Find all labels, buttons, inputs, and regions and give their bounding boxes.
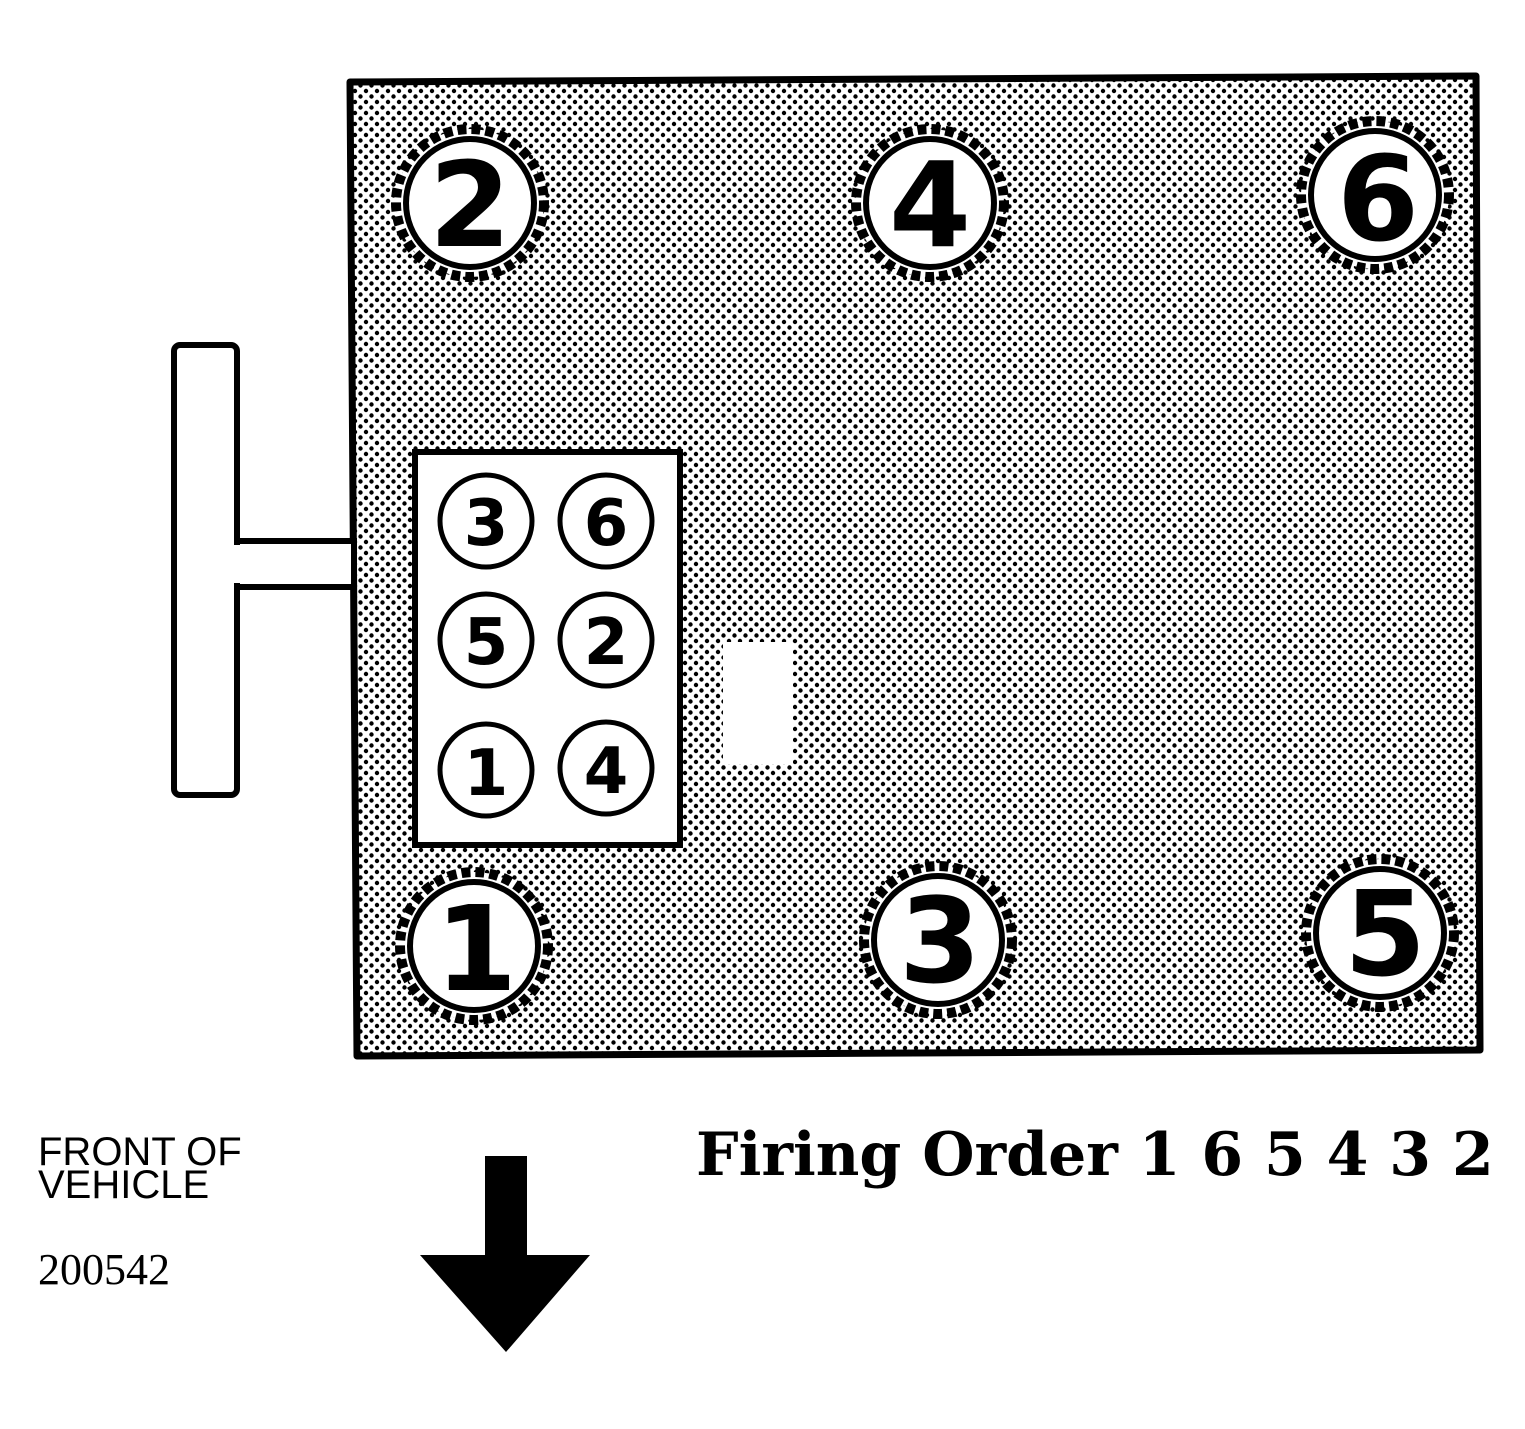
terminal-2 [557,591,655,689]
terminal-3-label: 3 [464,487,509,561]
terminal-3 [437,472,535,570]
distributor-terminals [437,472,655,819]
terminal-4 [557,719,655,817]
block-marking [723,642,793,764]
terminal-6-label: 6 [584,487,629,561]
cylinder-4 [851,124,1009,282]
engine-cylinders [391,116,1459,1025]
terminal-1 [437,721,535,819]
terminal-2-label: 2 [584,606,629,680]
cylinder-6 [1296,116,1454,274]
cylinder-5 [1301,854,1459,1012]
front-of-vehicle-line2: VEHICLE [38,1163,209,1207]
terminal-1-label: 1 [464,737,509,811]
pulley-shaft [171,342,357,798]
cylinder-6-label: 6 [1337,130,1419,268]
firing-order-label: Firing Order 1 6 5 4 3 2 [696,1120,1494,1190]
cylinder-2 [391,124,549,282]
cylinder-3-label: 3 [899,872,981,1010]
cylinder-4-label: 4 [889,136,971,274]
figure-id: 200542 [38,1245,170,1294]
terminal-5-label: 5 [464,606,509,680]
cylinder-5-label: 5 [1344,865,1426,1003]
arrow-down-icon [420,1156,590,1352]
cylinder-1 [395,867,553,1025]
terminal-6 [557,472,655,570]
terminal-5 [437,591,535,689]
front-of-vehicle-line1: FRONT OF [38,1130,242,1174]
cylinder-3 [859,861,1017,1019]
cylinder-1-label: 1 [435,880,517,1018]
cylinder-2-label: 2 [429,136,511,274]
terminal-4-label: 4 [584,735,629,809]
